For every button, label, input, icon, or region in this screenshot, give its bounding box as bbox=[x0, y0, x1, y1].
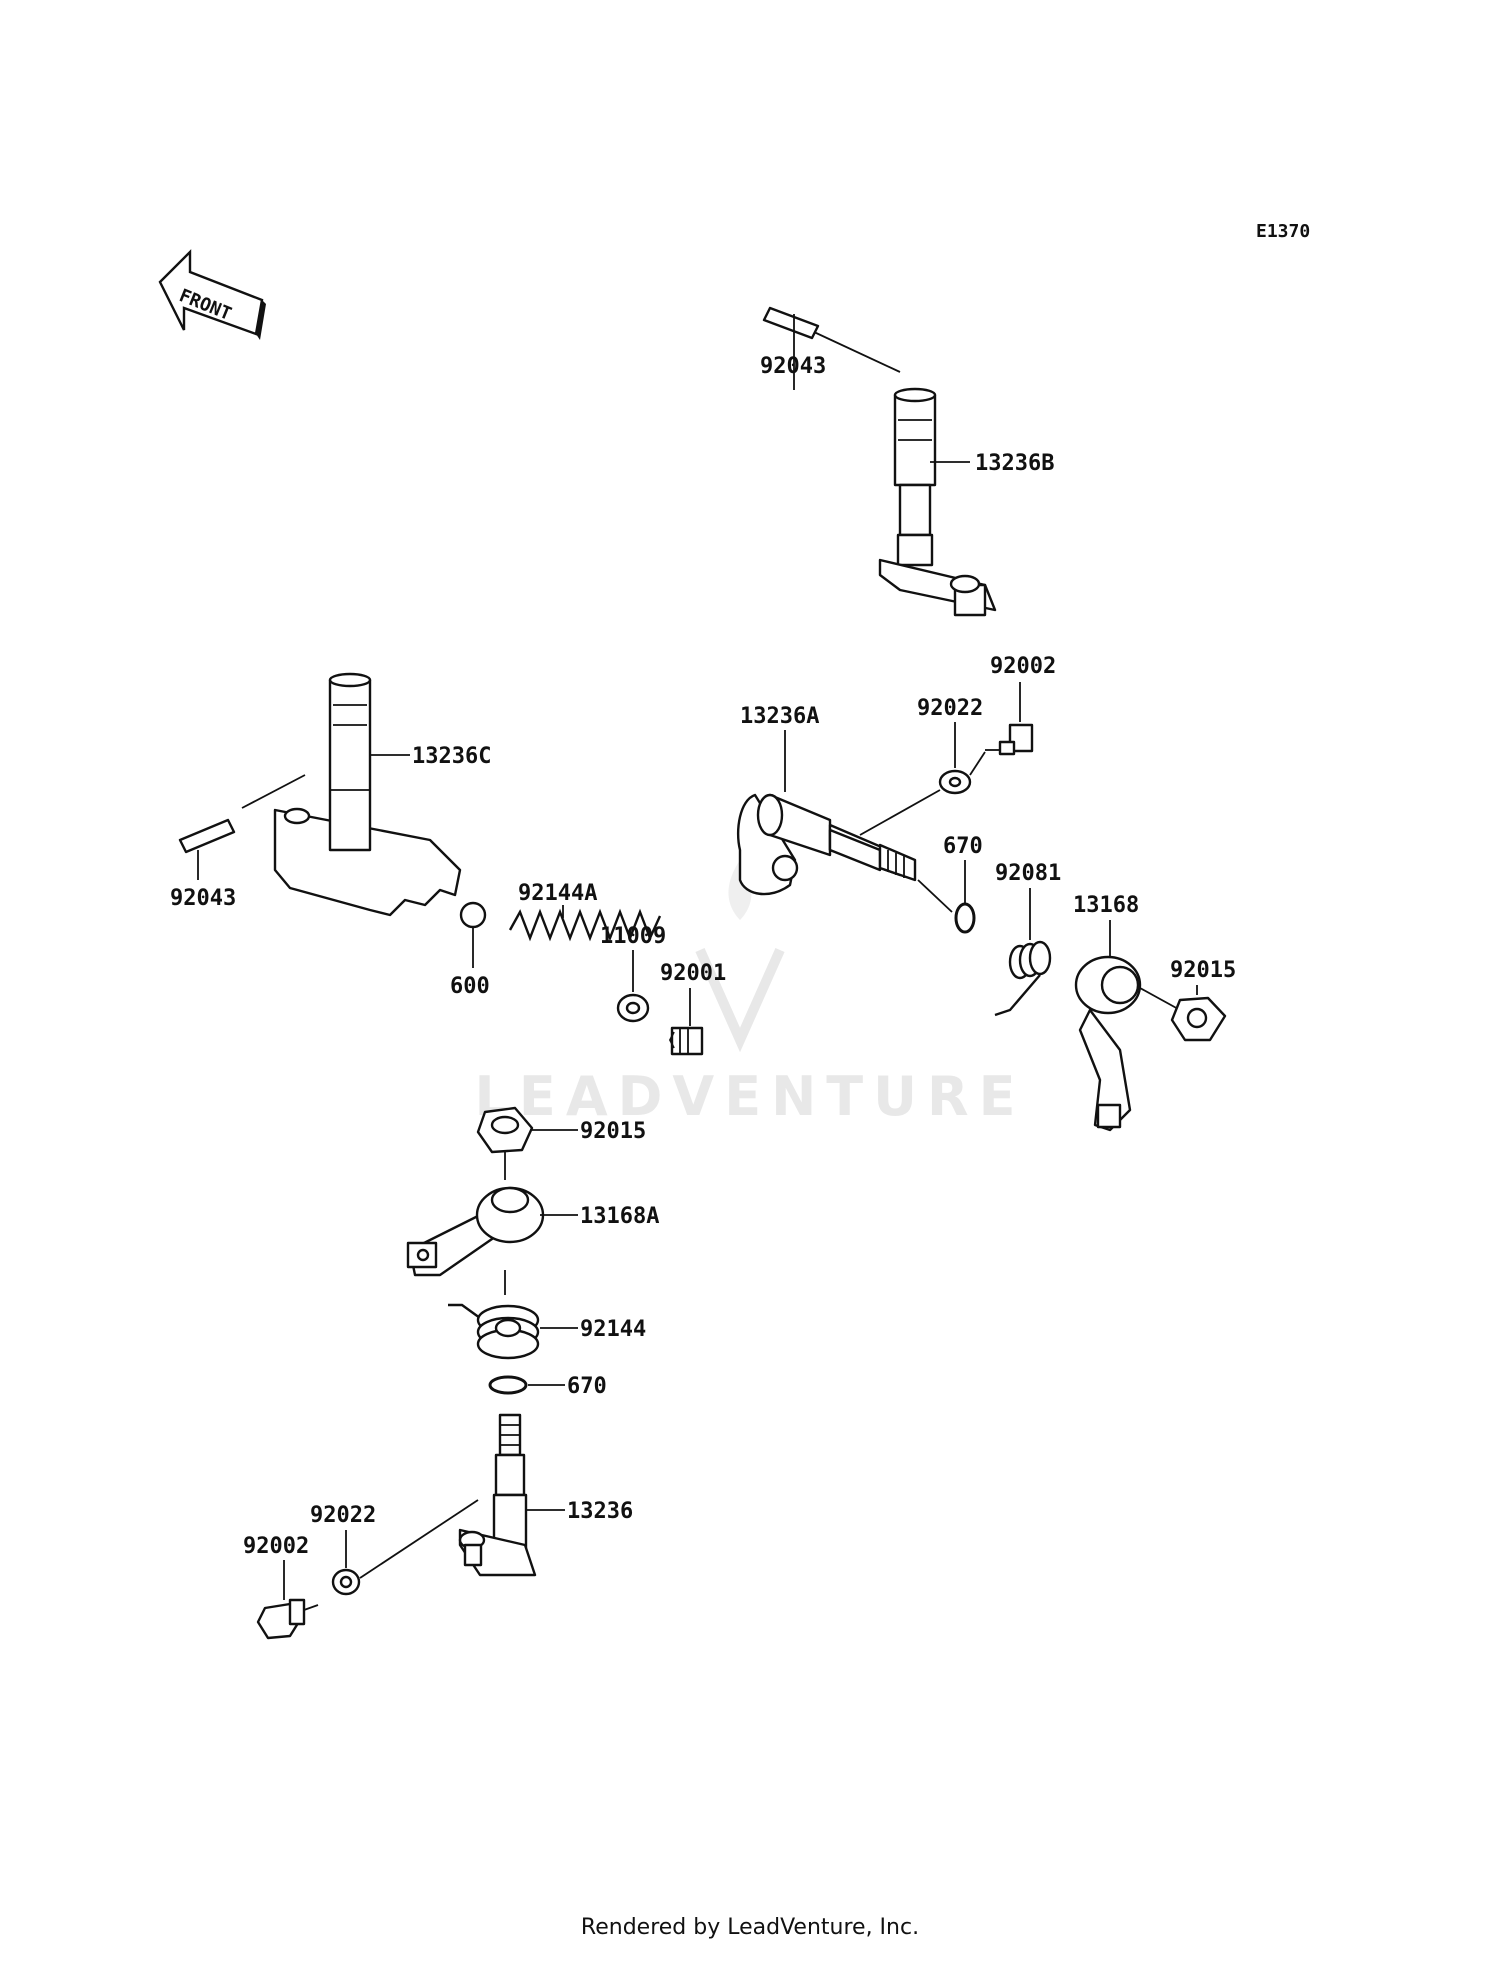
washer-92022-right bbox=[938, 769, 972, 795]
pin-top bbox=[762, 306, 820, 340]
shaft-13236 bbox=[458, 1413, 537, 1577]
callout-oring-center: 670 bbox=[567, 1374, 607, 1399]
callout-lever-right: 13168 bbox=[1073, 893, 1139, 918]
diagram-code: E1370 bbox=[1256, 221, 1310, 242]
nut-92015-right bbox=[1170, 996, 1227, 1042]
lever-13168a bbox=[406, 1186, 545, 1277]
callout-nut-right: 92015 bbox=[1170, 958, 1236, 983]
bolt-92002-bottom bbox=[256, 1598, 319, 1640]
callout-pin-top: 92043 bbox=[760, 354, 826, 379]
callout-nut-center: 92015 bbox=[580, 1119, 646, 1144]
spring-92144 bbox=[448, 1303, 540, 1360]
callout-bolt-right: 92002 bbox=[990, 654, 1056, 679]
watermark-text: LEADVENTURE bbox=[475, 1065, 1026, 1128]
callout-pin-left: 92043 bbox=[170, 886, 236, 911]
callout-oring-right: 670 bbox=[943, 834, 983, 859]
nut-92015-center bbox=[476, 1106, 534, 1154]
callout-spring-detent: 92144A bbox=[518, 881, 597, 906]
watermark: LEADVENTURE bbox=[475, 860, 1026, 1128]
callout-shaft-a: 13236A bbox=[740, 704, 819, 729]
callout-washer-bottom: 92022 bbox=[310, 1503, 376, 1528]
footer-credit: Rendered by LeadVenture, Inc. bbox=[580, 1915, 920, 1940]
callout-spring-center: 92144 bbox=[580, 1317, 646, 1342]
pin-left bbox=[178, 818, 236, 854]
callout-bolt-bottom: 92002 bbox=[243, 1534, 309, 1559]
callout-shaft-bottom: 13236 bbox=[567, 1499, 633, 1524]
callout-shaft-b: 13236B bbox=[975, 451, 1054, 476]
shaft-13236b bbox=[878, 387, 997, 617]
callout-ball: 600 bbox=[450, 974, 490, 999]
callout-washer-small: 11009 bbox=[600, 924, 666, 949]
lever-13168 bbox=[1074, 955, 1142, 1132]
spring-92081 bbox=[994, 940, 1052, 1017]
oring-670-center bbox=[488, 1375, 528, 1395]
front-arrow-icon: FRONT bbox=[158, 249, 266, 340]
plug-92001 bbox=[668, 1026, 704, 1056]
shaft-13236a bbox=[736, 793, 917, 896]
callout-plug: 92001 bbox=[660, 961, 726, 986]
oring-670-right bbox=[954, 902, 976, 934]
callout-shaft-c: 13236C bbox=[412, 744, 491, 769]
shaft-13236c bbox=[273, 672, 462, 917]
bolt-92002-right bbox=[985, 723, 1034, 756]
spring-92144a bbox=[508, 908, 662, 942]
callout-washer-right: 92022 bbox=[917, 696, 983, 721]
washer-11009 bbox=[616, 993, 650, 1023]
callout-spring-right: 92081 bbox=[995, 861, 1061, 886]
callout-lever-center: 13168A bbox=[580, 1204, 659, 1229]
washer-92022-bottom bbox=[331, 1568, 361, 1596]
ball-600 bbox=[459, 901, 487, 929]
